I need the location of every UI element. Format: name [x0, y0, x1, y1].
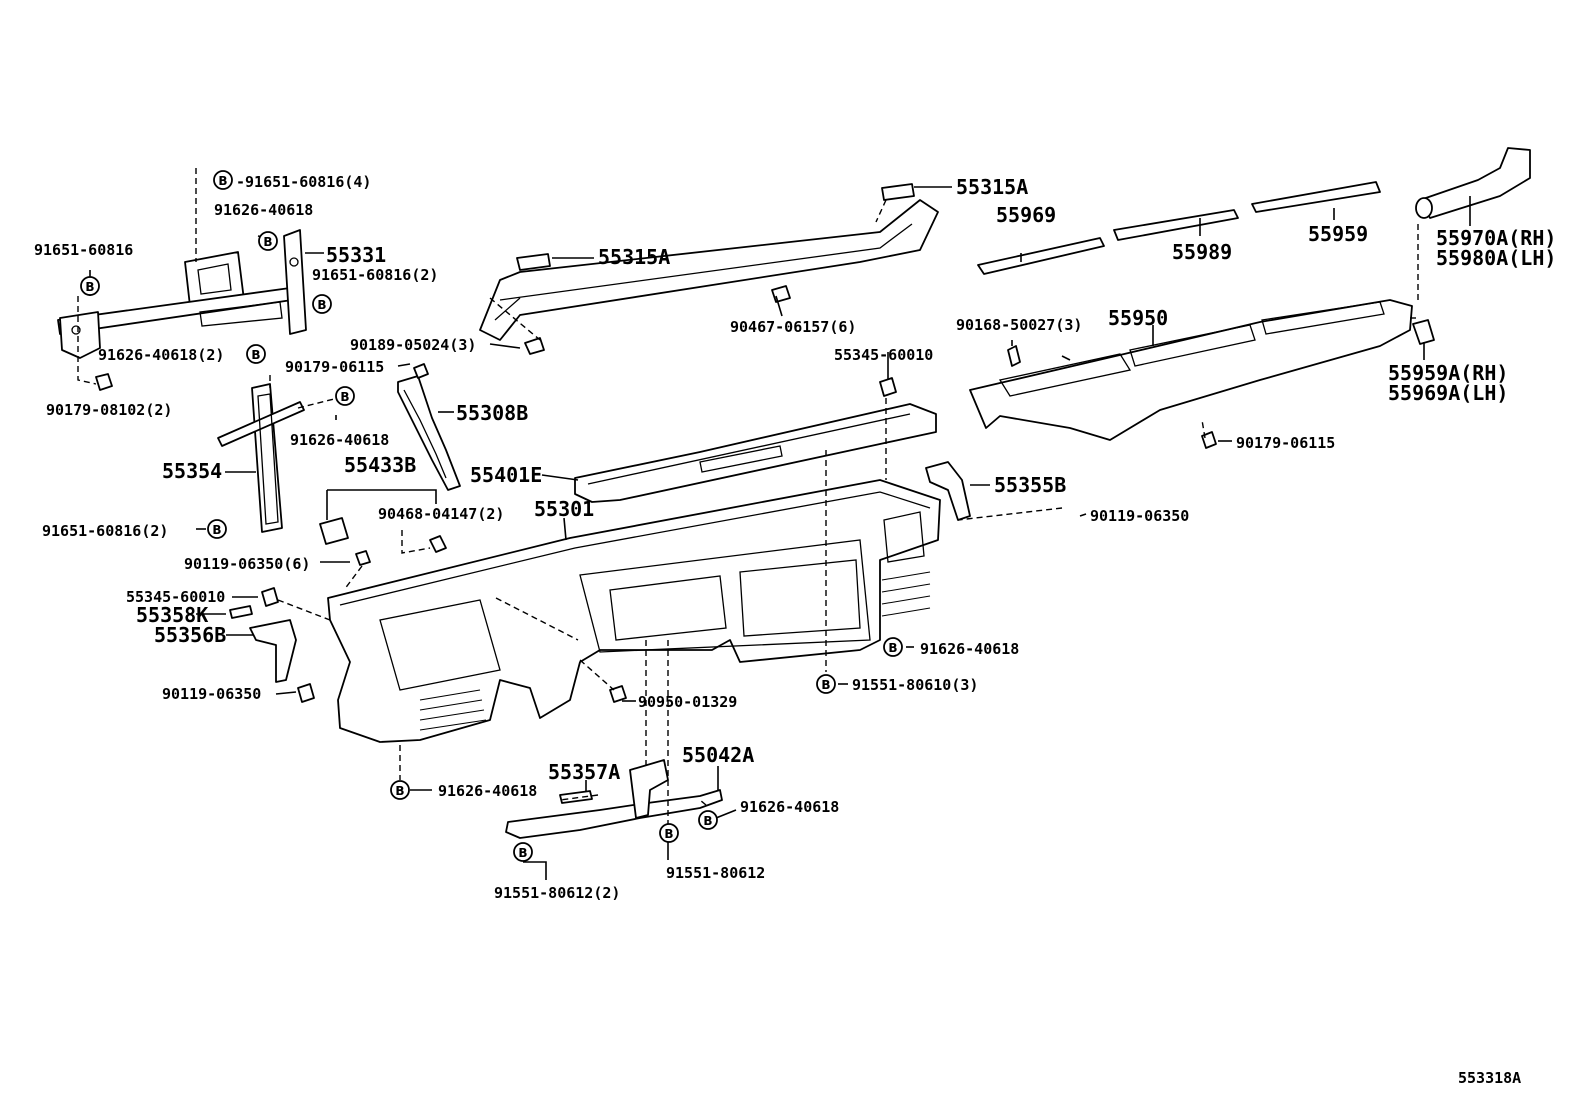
- dash-pad-55315A-drawing: [479, 183, 939, 355]
- bolt-marker: B: [335, 386, 355, 406]
- part-label: 91626-40618: [438, 782, 537, 800]
- part-label: 55345-60010: [126, 588, 225, 606]
- part-label: 91551-80612(2): [494, 884, 620, 902]
- part-label: 91551-80610(3): [852, 676, 978, 694]
- bolt-marker: B: [698, 810, 718, 830]
- part-label: 91626-40618: [214, 201, 313, 219]
- part-label: 55331: [326, 243, 386, 267]
- svg-text:B: B: [518, 846, 527, 860]
- part-label: 55308B: [456, 401, 528, 425]
- part-label: 55980A(LH): [1436, 246, 1556, 270]
- svg-text:B: B: [664, 827, 673, 841]
- svg-text:B: B: [263, 235, 272, 249]
- bolt-marker: B: [80, 276, 100, 296]
- brace-55354-drawing: [217, 383, 305, 533]
- bracket-55308B-drawing: [397, 363, 461, 491]
- svg-text:B: B: [218, 174, 227, 188]
- bolt-marker: B: [312, 294, 332, 314]
- part-label: 55969A(LH): [1388, 381, 1508, 405]
- nut-90179-08102-drawing: [95, 373, 113, 391]
- bolt-marker: B: [816, 674, 836, 694]
- duct-55970A-drawing: [1415, 147, 1531, 219]
- part-label: 55354: [162, 459, 222, 483]
- solid-leaders: [89, 186, 1471, 880]
- part-labels: -91651-60816(4) 91626-40618 91651-60816 …: [34, 173, 1556, 902]
- part-label: 90179-06115: [285, 358, 384, 376]
- part-label: 55357A: [548, 760, 620, 784]
- part-label: 91651-60816: [34, 241, 133, 259]
- svg-text:B: B: [703, 814, 712, 828]
- panel-55401E-drawing: [574, 377, 937, 503]
- svg-text:B: B: [251, 348, 260, 362]
- part-label: 55356B: [154, 623, 226, 647]
- part-label: 90119-06350(6): [184, 555, 310, 573]
- trim-strips-drawing: [977, 181, 1381, 275]
- part-label: 55969: [996, 203, 1056, 227]
- part-label: 90179-06115: [1236, 434, 1335, 452]
- part-label: 55358K: [136, 603, 208, 627]
- part-label: 90468-04147(2): [378, 505, 504, 523]
- part-label: 55355B: [994, 473, 1066, 497]
- svg-text:B: B: [395, 784, 404, 798]
- part-label: 91651-60816(2): [312, 266, 438, 284]
- part-label: 91626-40618: [740, 798, 839, 816]
- part-label: 91626-40618: [920, 640, 1019, 658]
- svg-text:B: B: [85, 280, 94, 294]
- bolt-marker: B: [513, 842, 533, 862]
- bolt-marker: B: [659, 823, 679, 843]
- part-label: 55315A: [956, 175, 1028, 199]
- part-label: 55989: [1172, 240, 1232, 264]
- part-label: 90189-05024(3): [350, 336, 476, 354]
- part-label: 91551-80612: [666, 864, 765, 882]
- clip-55433B-drawing: [319, 517, 447, 566]
- crossbar-bracket-drawing: [57, 229, 307, 359]
- part-label: 55950: [1108, 306, 1168, 330]
- part-label: 90179-08102(2): [46, 401, 172, 419]
- bolt-markers: B B B B B B B B B B B B B: [80, 170, 903, 862]
- duct-55950-drawing: [969, 299, 1435, 449]
- part-label: 55959: [1308, 222, 1368, 246]
- part-label: -91651-60816(4): [236, 173, 371, 191]
- part-label: 90950-01329: [638, 693, 737, 711]
- part-label: 55345-60010: [834, 346, 933, 364]
- bolt-marker: B: [883, 637, 903, 657]
- bolt-marker: B: [258, 231, 278, 251]
- part-label: 90119-06350: [1090, 507, 1189, 525]
- diagram-code: 553318A: [1458, 1069, 1521, 1087]
- svg-text:B: B: [212, 523, 221, 537]
- svg-text:B: B: [317, 298, 326, 312]
- part-label: 90467-06157(6): [730, 318, 856, 336]
- bracket-55355B-drawing: [925, 461, 971, 521]
- part-label: 55433B: [344, 453, 416, 477]
- part-label: 91651-60816(2): [42, 522, 168, 540]
- svg-text:B: B: [821, 678, 830, 692]
- svg-text:B: B: [888, 641, 897, 655]
- part-label: 55970A(RH): [1436, 226, 1556, 250]
- bolt-marker: B: [207, 519, 227, 539]
- bolt-marker: B: [213, 170, 233, 190]
- part-label: 91626-40618(2): [98, 346, 224, 364]
- part-label: 90119-06350: [162, 685, 261, 703]
- bolt-marker: B: [246, 344, 266, 364]
- svg-text:B: B: [340, 390, 349, 404]
- bolt-marker: B: [390, 780, 410, 800]
- part-label: 90168-50027(3): [956, 316, 1082, 334]
- part-label: 55301: [534, 497, 594, 521]
- part-label: 55042A: [682, 743, 754, 767]
- part-label: 55315A: [598, 245, 670, 269]
- part-label: 55401E: [470, 463, 542, 487]
- dashed-leaders: [77, 168, 1419, 826]
- part-label: 91626-40618: [290, 431, 389, 449]
- part-label: 55959A(RH): [1388, 361, 1508, 385]
